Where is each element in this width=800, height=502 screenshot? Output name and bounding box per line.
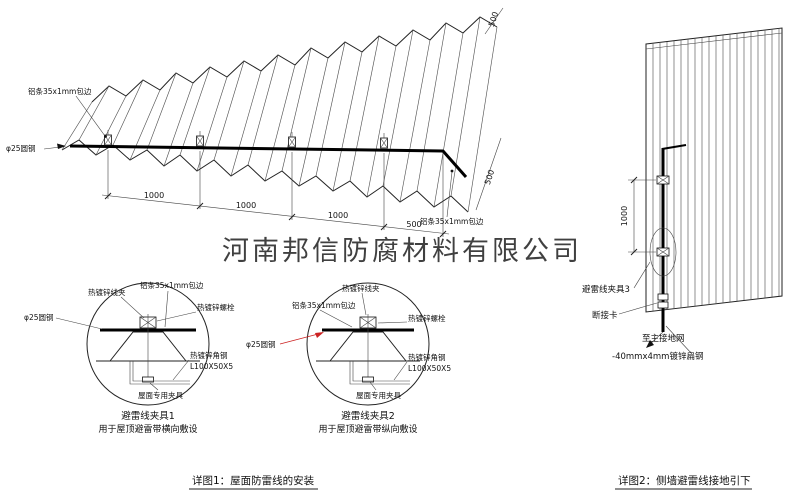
detail2-balloon [306, 282, 430, 406]
round-steel-leader [55, 317, 103, 330]
round-steel-leader-red [279, 332, 323, 345]
red-leader-arrowhead [315, 332, 324, 338]
dim-label-500-right: 500 [483, 169, 496, 186]
detail1-subtitle: 用于屋顶避雷带横向敷设 [98, 423, 197, 435]
clamp-leader [120, 296, 145, 319]
flat-steel-leader [665, 325, 693, 355]
fixture-label: 屋面专用夹具 [138, 390, 183, 400]
wall-elevation-view: 1000 避雷线夹具3 断接卡 至主接地网 -40mmx4mm镀锌扁钢 [582, 27, 783, 362]
fixture-leader [149, 382, 159, 391]
wall-dim-ticks [630, 176, 638, 256]
bolt-label: 热镀锌螺栓 [197, 302, 235, 312]
watermark-text: 河南邦信防腐材料有限公司 [222, 236, 582, 267]
clamp3-label: 避雷线夹具3 [582, 284, 630, 295]
wire-clamp-hatch [104, 130, 388, 149]
bolt-leader [377, 321, 408, 324]
wall-clamp-upper-hatch [656, 175, 670, 185]
bolt-leader [156, 311, 197, 322]
strip-label: 铝条35x1mm包边 [140, 280, 204, 290]
detail-circle-2: 铝条35x1mm包边 热镀锌线夹 热镀锌螺栓 φ25圆钢 热镀锌角钢 L100X… [246, 282, 451, 435]
caption-detail2: 详图2：侧墙避雷线接地引下 [618, 474, 751, 487]
roof-far-edge-profile [91, 16, 498, 103]
dim-line-right-edge [475, 137, 502, 211]
roof-corrugation-lines [61, 16, 498, 213]
wall-corrugation-lines [652, 28, 780, 311]
angle-leader [172, 359, 190, 381]
clamp-label: 热镀锌线夹 [342, 283, 380, 293]
round-steel-label-red: φ25圆钢 [246, 339, 276, 349]
detail1-labels: 热镀锌线夹 铝条35x1mm包边 热镀锌螺栓 φ25圆钢 热镀锌角钢 L100X… [24, 280, 235, 400]
wall-top-inner-edge [645, 32, 783, 50]
bolt-label: 热镀锌螺栓 [408, 313, 446, 323]
detail2-labels: 铝条35x1mm包边 热镀锌线夹 热镀锌螺栓 φ25圆钢 热镀锌角钢 L100X… [246, 283, 451, 400]
detail2-nut [362, 376, 374, 383]
detail1-title: 避雷线夹具1 [121, 410, 175, 422]
angle-spec-label: L100X50X5 [408, 364, 451, 373]
dim-ticks [104, 192, 447, 238]
detail1-angle-steel [129, 361, 190, 385]
disconnect-label: 断接卡 [592, 310, 618, 321]
dim-label-1000: 1000 [328, 211, 348, 220]
roof-isometric-view: 1000 1000 1000 500 500 500 铝条35x1mm包边 φ2… [6, 7, 504, 238]
disconnect-card-plate [657, 293, 669, 301]
fixture-leader [369, 381, 377, 391]
wall-dimension: 1000 [620, 176, 656, 256]
wall-dim-extensions [628, 179, 656, 253]
disconnect-leader [618, 302, 658, 315]
dimension-chain: 1000 1000 1000 500 500 500 [101, 7, 504, 238]
dim-label-1000: 1000 [236, 201, 256, 210]
wall-dim-label: 1000 [620, 206, 629, 226]
leader-endpoint [104, 135, 107, 138]
strip-label-top-leader [75, 95, 106, 137]
roof-leader-labels: 铝条35x1mm包边 φ25圆钢 铝条35x1mm包边 [6, 86, 484, 226]
wall-labels: 避雷线夹具3 断接卡 至主接地网 -40mmx4mm镀锌扁钢 [582, 261, 703, 362]
detail1-balloon [86, 282, 210, 406]
strip-leader [319, 309, 353, 328]
fixture-label: 屋面专用夹具 [356, 390, 401, 400]
strip-label: 铝条35x1mm包边 [292, 300, 356, 310]
detail2-title: 避雷线夹具2 [341, 410, 395, 422]
clamp3-leader [633, 261, 651, 289]
angle-steel-label: 热镀锌角钢 [408, 352, 446, 362]
lightning-belt-wire [69, 144, 468, 178]
captions: 详图1：屋面防雷线的安装 详图2：侧墙避雷线接地引下 [189, 474, 752, 490]
detail1-nut [142, 376, 154, 383]
caption-detail1: 详图1：屋面防雷线的安装 [192, 474, 315, 487]
down-conductor-top-bend [661, 144, 687, 150]
clamp-leader [361, 292, 367, 316]
round-steel-label: φ25圆钢 [6, 143, 36, 153]
to-ground-arrowhead [646, 340, 654, 348]
dim-line-top-edge [484, 7, 504, 35]
dim-baseline [101, 194, 450, 235]
flat-steel-label: -40mmx4mm镀锌扁钢 [612, 351, 703, 362]
disconnect-card-plate [657, 301, 669, 309]
wire-clamps [104, 130, 388, 149]
angle-steel-label: 热镀锌角钢 [190, 350, 228, 360]
detail-circle-1: 热镀锌线夹 铝条35x1mm包边 热镀锌螺栓 φ25圆钢 热镀锌角钢 L100X… [24, 280, 235, 435]
leader-arrowhead [57, 143, 66, 149]
dim-label-1000: 1000 [144, 191, 164, 200]
dim-label-500: 500 [406, 220, 421, 229]
dim-extension-lines [107, 150, 444, 237]
detail2-angle-steel [349, 361, 410, 385]
clamp-label: 热镀锌线夹 [88, 287, 126, 297]
strip-label-bottom-leader [446, 171, 453, 218]
dim-label-500-top: 500 [487, 11, 500, 28]
angle-spec-label: L100X50X5 [190, 362, 233, 371]
leader-endpoint [450, 169, 454, 173]
strip-label-top: 铝条35x1mm包边 [28, 86, 92, 96]
detail2-subtitle: 用于屋顶避雷带纵向敷设 [318, 423, 417, 435]
strip-label-bottom: 铝条35x1mm包边 [420, 216, 484, 226]
strip-leader [164, 290, 169, 328]
angle-leader [393, 361, 408, 381]
wall-clamp-lower-hatch [656, 247, 670, 257]
wall-outline [645, 27, 783, 313]
to-ground-label: 至主接地网 [642, 333, 685, 344]
round-steel-label: φ25圆钢 [24, 312, 54, 322]
